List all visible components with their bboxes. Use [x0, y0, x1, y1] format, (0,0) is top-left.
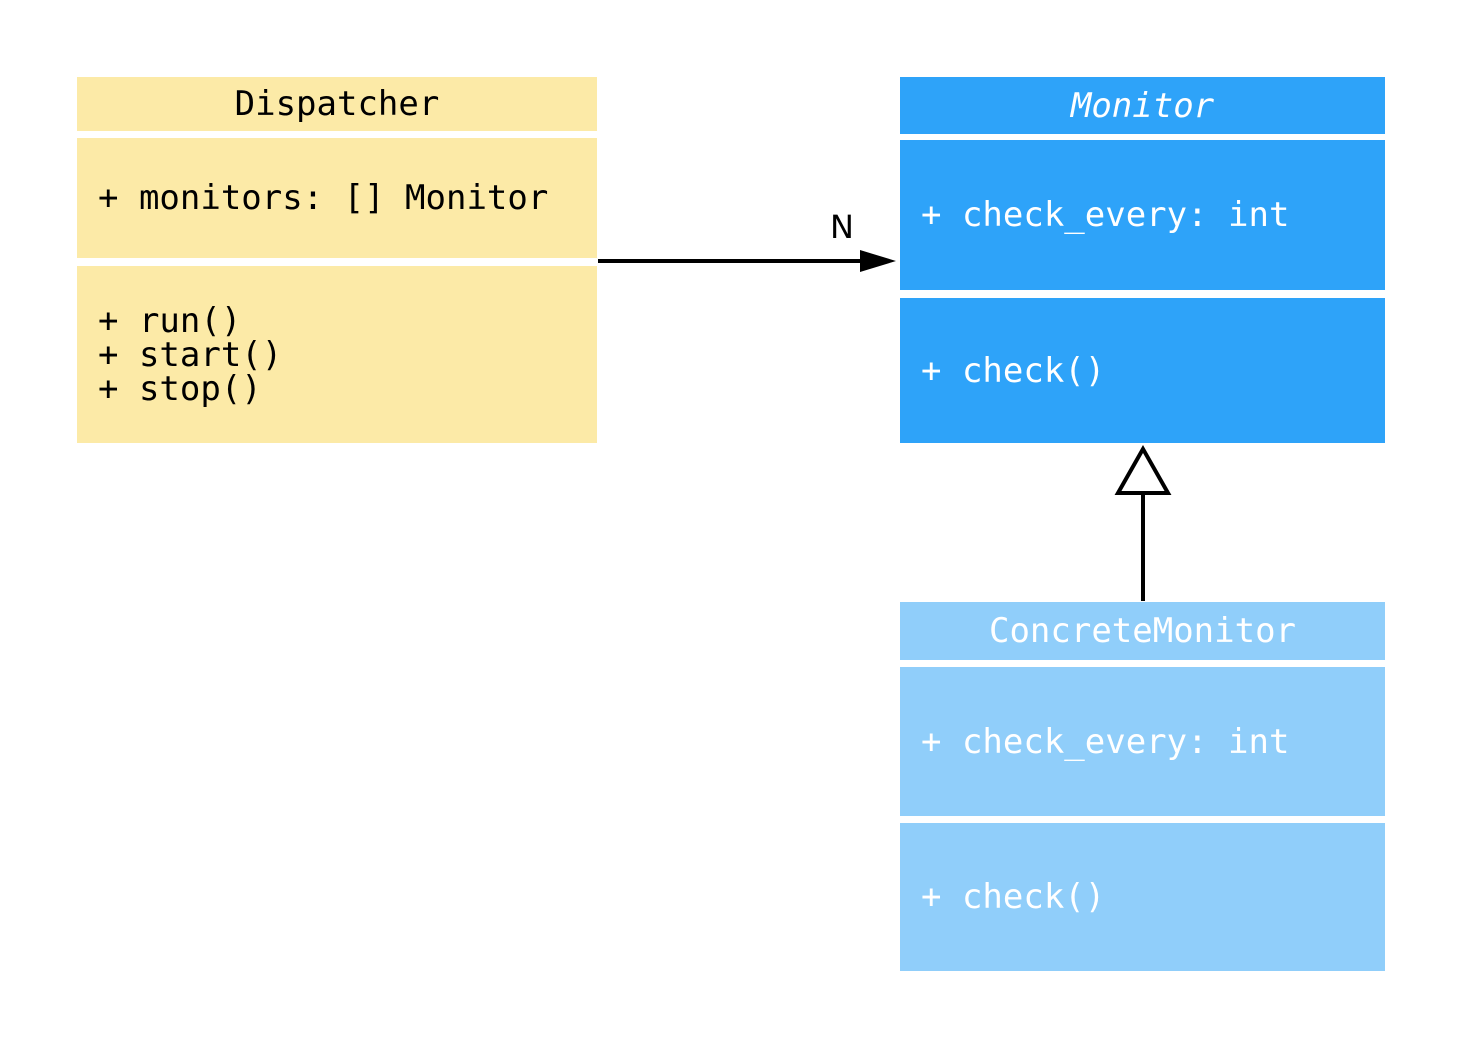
method-text: + start(): [98, 334, 283, 375]
class-box-monitor: Monitor + check_every: int + check(): [900, 77, 1385, 443]
class-methods-concrete-monitor: + check(): [900, 823, 1385, 971]
class-title-monitor: Monitor: [900, 77, 1385, 134]
class-box-dispatcher: Dispatcher + monitors: [] Monitor + run(…: [77, 77, 597, 443]
method-text: + run(): [98, 300, 242, 341]
method-text: + stop(): [98, 368, 262, 409]
method-text: + check(): [921, 877, 1106, 917]
class-attributes-concrete-monitor: + check_every: int: [900, 667, 1385, 816]
attribute-text: + check_every: int: [921, 721, 1290, 762]
association-arrowhead-icon: [860, 250, 896, 272]
association-multiplicity-label: N: [830, 208, 854, 246]
attribute-text: + check_every: int: [921, 195, 1290, 235]
class-box-concrete-monitor: ConcreteMonitor + check_every: int + che…: [900, 602, 1385, 971]
attribute-text: + monitors: [] Monitor: [98, 178, 549, 218]
method-text: + check(): [921, 350, 1106, 391]
class-attributes-dispatcher: + monitors: [] Monitor: [77, 138, 597, 258]
class-title-concrete-monitor: ConcreteMonitor: [900, 602, 1385, 660]
class-title-dispatcher: Dispatcher: [77, 77, 597, 131]
class-methods-dispatcher: + run() + start() + stop(): [77, 266, 597, 443]
inheritance-triangle-icon: [1114, 444, 1172, 495]
class-attributes-monitor: + check_every: int: [900, 140, 1385, 290]
class-methods-monitor: + check(): [900, 298, 1385, 443]
